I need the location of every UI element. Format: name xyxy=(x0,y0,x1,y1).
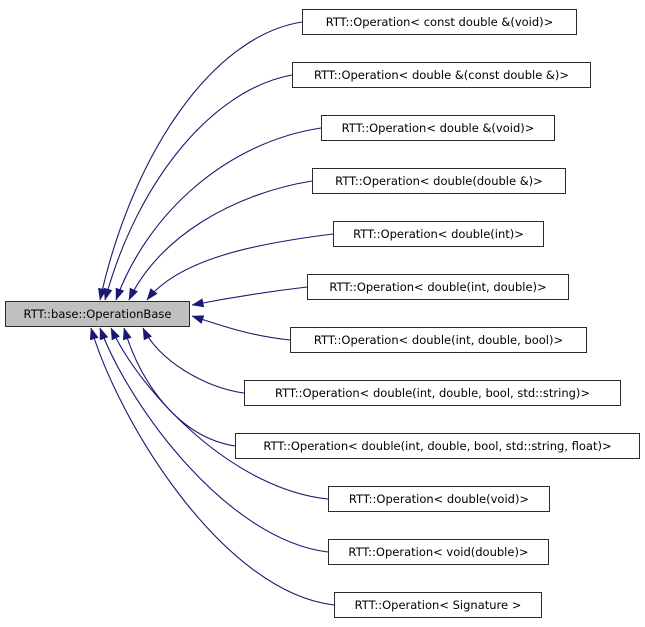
inheritance-edge xyxy=(128,180,313,301)
inheritance-edge xyxy=(103,74,293,301)
class-node-operation-double-int-double-bool-string-float[interactable]: RTT::Operation< double(int, double, bool… xyxy=(235,433,640,459)
class-node-operation-const-double-ref-void[interactable]: RTT::Operation< const double &(void)> xyxy=(302,9,577,35)
class-node-label: RTT::Operation< double(int, double)> xyxy=(329,280,547,294)
class-node-label: RTT::Operation< double(int, double, bool… xyxy=(313,333,564,347)
class-node-label: RTT::Operation< double(double &)> xyxy=(335,174,543,188)
class-node-label: RTT::Operation< void(double)> xyxy=(348,545,529,559)
inheritance-edge xyxy=(110,327,329,500)
class-node-label: RTT::Operation< double(void)> xyxy=(348,492,530,506)
class-node-label: RTT::base::OperationBase xyxy=(23,307,172,321)
class-node-label: RTT::Operation< double(int, double, bool… xyxy=(263,439,612,453)
class-node-operation-double-int-double[interactable]: RTT::Operation< double(int, double)> xyxy=(307,274,569,300)
inheritance-edge xyxy=(142,327,245,394)
class-node-operation-double-ref-void[interactable]: RTT::Operation< double &(void)> xyxy=(321,115,555,141)
class-node-operation-void-double[interactable]: RTT::Operation< void(double)> xyxy=(328,539,549,565)
inheritance-edge xyxy=(89,327,335,606)
class-node-operation-double-int-double-bool[interactable]: RTT::Operation< double(int, double, bool… xyxy=(290,327,587,353)
class-node-operation-signature[interactable]: RTT::Operation< Signature > xyxy=(334,592,542,618)
class-node-operation-double-int-double-bool-string[interactable]: RTT::Operation< double(int, double, bool… xyxy=(244,380,621,406)
inheritance-edge xyxy=(98,21,303,301)
class-node-label: RTT::Operation< const double &(void)> xyxy=(325,15,554,29)
class-node-label: RTT::Operation< double &(void)> xyxy=(341,121,535,135)
inheritance-edge xyxy=(146,233,334,301)
class-node-operation-double-int[interactable]: RTT::Operation< double(int)> xyxy=(333,221,544,247)
inheritance-edge xyxy=(191,286,308,308)
class-node-operation-double-ref-const-double-ref[interactable]: RTT::Operation< double &(const double &)… xyxy=(292,62,591,88)
inheritance-edge xyxy=(115,127,322,301)
class-node-operation-base: RTT::base::OperationBase xyxy=(5,301,190,327)
class-node-label: RTT::Operation< double(int, double, bool… xyxy=(274,386,591,400)
inheritance-edge xyxy=(191,315,291,341)
class-node-operation-double-double-ref[interactable]: RTT::Operation< double(double &)> xyxy=(312,168,566,194)
class-node-label: RTT::Operation< double(int)> xyxy=(353,227,524,241)
inheritance-edge xyxy=(99,327,329,553)
class-node-label: RTT::Operation< Signature > xyxy=(354,598,522,612)
class-node-label: RTT::Operation< double &(const double &)… xyxy=(313,68,570,82)
class-node-operation-double-void[interactable]: RTT::Operation< double(void)> xyxy=(328,486,550,512)
